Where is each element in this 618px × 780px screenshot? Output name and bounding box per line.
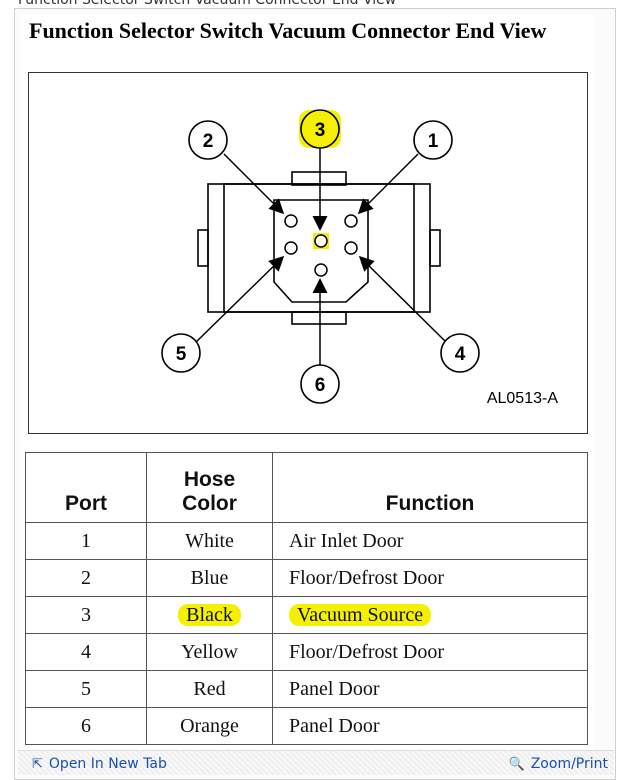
- figure-caption: Function Selector Switch Vacuum Connecto…: [18, 0, 397, 8]
- cell-function: Floor/Defrost Door: [272, 633, 588, 671]
- header-function: Function: [272, 452, 588, 523]
- table-row-highlighted: 3 Black Vacuum Source: [25, 596, 588, 634]
- cell-hose-color: Red: [146, 670, 273, 708]
- table-row: 2 Blue Floor/Defrost Door: [25, 559, 588, 597]
- figure-code: AL0513-A: [487, 390, 558, 407]
- diagram-title: Function Selector Switch Vacuum Connecto…: [29, 18, 547, 43]
- header-hose-line2: Color: [182, 492, 237, 515]
- cell-function: Floor/Defrost Door: [272, 559, 588, 597]
- cell-port: 5: [25, 670, 147, 708]
- cell-function: Panel Door: [272, 670, 588, 708]
- header-hose-color: Hose Color: [146, 452, 273, 523]
- port-1-hole: [344, 214, 358, 228]
- cell-port: 1: [25, 522, 147, 560]
- cell-function: Air Inlet Door: [272, 522, 588, 560]
- leader-lines: [193, 146, 447, 374]
- cell-hose-color: White: [146, 522, 273, 560]
- cell-port: 6: [25, 707, 147, 745]
- callout-6: 6: [300, 364, 340, 404]
- callout-5-label: 5: [176, 344, 187, 365]
- cell-port: 2: [25, 559, 147, 597]
- cell-hose-color: Yellow: [146, 633, 273, 671]
- table-row: 6 Orange Panel Door: [25, 707, 588, 745]
- cell-hose-color-highlighted: Black: [146, 596, 273, 634]
- leader-4: [358, 255, 447, 343]
- callout-1-label: 1: [428, 131, 439, 152]
- magnifier-icon: 🔍: [508, 757, 525, 772]
- callout-1: 1: [413, 120, 453, 160]
- connector-body: [197, 171, 441, 325]
- open-in-new-tab-link[interactable]: ⇱ Open In New Tab: [32, 756, 167, 772]
- zoom-print-link[interactable]: 🔍 Zoom/Print: [509, 756, 608, 772]
- cell-port: 3: [25, 596, 147, 634]
- callout-6-label: 6: [315, 375, 326, 396]
- connector-figure-box: [28, 72, 588, 434]
- callout-2-label: 2: [203, 131, 214, 152]
- port-4-hole: [344, 241, 358, 255]
- image-footer-bar: ⇱ Open In New Tab 🔍 Zoom/Print: [18, 750, 614, 775]
- connector-end-view-diagram: 2 3 1 5 6 4 AL0513-A: [161, 109, 558, 407]
- callout-3-label: 3: [315, 120, 326, 141]
- table-row: 5 Red Panel Door: [25, 670, 588, 708]
- port-6-hole: [314, 263, 328, 277]
- external-link-icon: ⇱: [32, 757, 43, 772]
- cell-function-highlighted: Vacuum Source: [272, 596, 588, 634]
- highlight-vacuum-source: Vacuum Source: [289, 603, 432, 626]
- callout-2: 2: [188, 120, 228, 160]
- port-holes: [284, 214, 358, 277]
- callout-3: 3: [299, 109, 341, 149]
- callout-5: 5: [161, 333, 201, 373]
- leader-1: [357, 153, 419, 215]
- leader-5: [193, 255, 285, 345]
- cell-hose-color: Blue: [146, 559, 273, 597]
- port-function-table: Port Hose Color Function 1 White Air Inl…: [25, 452, 588, 745]
- callout-4-label: 4: [455, 344, 466, 365]
- port-2-hole: [284, 214, 298, 228]
- highlight-black: Black: [178, 603, 241, 626]
- table-header-row: Port Hose Color Function: [25, 452, 588, 523]
- cell-port: 4: [25, 633, 147, 671]
- cell-function: Panel Door: [272, 707, 588, 745]
- table-row: 1 White Air Inlet Door: [25, 522, 588, 560]
- port-5-hole: [284, 241, 298, 255]
- table-row: 4 Yellow Floor/Defrost Door: [25, 633, 588, 671]
- port-3-hole: [314, 234, 328, 248]
- zoom-print-label: Zoom/Print: [530, 756, 608, 772]
- leader-2: [223, 153, 285, 215]
- header-hose-line1: Hose: [183, 468, 236, 491]
- callout-4: 4: [440, 333, 480, 373]
- cell-hose-color: Orange: [146, 707, 273, 745]
- header-port: Port: [25, 452, 147, 523]
- open-in-new-tab-label: Open In New Tab: [48, 756, 167, 772]
